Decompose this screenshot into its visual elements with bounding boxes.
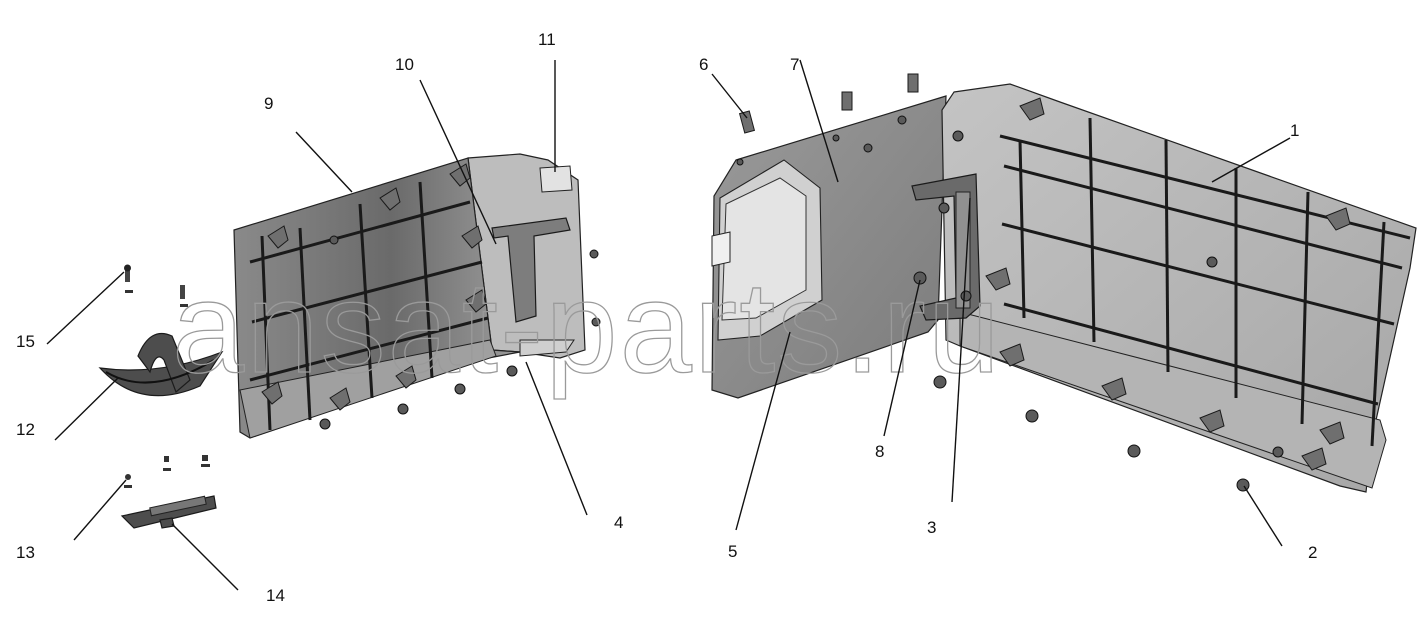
leader-15 <box>46 271 125 345</box>
callout-1: 1 <box>1290 121 1299 140</box>
leader-2 <box>1243 485 1283 547</box>
callout-14: 14 <box>266 586 285 605</box>
left-trim-panel <box>233 153 601 439</box>
leader-8 <box>883 279 921 437</box>
callout-10: 10 <box>395 55 414 74</box>
leader-14 <box>171 523 239 591</box>
leader-12 <box>54 377 119 441</box>
right-trim-panel <box>911 83 1417 493</box>
callout-9: 9 <box>264 94 273 113</box>
leader-3 <box>951 197 971 503</box>
leader-1 <box>1211 137 1291 183</box>
callout-4: 4 <box>614 513 623 532</box>
callout-2: 2 <box>1308 543 1317 562</box>
leader-5 <box>735 331 791 531</box>
callout-labels: 1 2 3 4 5 6 7 8 9 10 11 12 13 14 15 <box>16 30 1317 605</box>
callout-5: 5 <box>728 542 737 561</box>
callout-15: 15 <box>16 332 35 351</box>
door-panel <box>711 73 947 399</box>
leader-13 <box>73 479 127 541</box>
leader-lines <box>46 59 1291 591</box>
leader-9 <box>295 131 353 193</box>
callout-3: 3 <box>927 518 936 537</box>
callout-7: 7 <box>790 55 799 74</box>
leader-7 <box>799 59 839 183</box>
small-parts-group <box>98 264 224 529</box>
callout-6: 6 <box>699 55 708 74</box>
callout-12: 12 <box>16 420 35 439</box>
callout-11: 11 <box>538 30 556 49</box>
leader-10 <box>419 79 497 245</box>
callout-13: 13 <box>16 543 35 562</box>
watermark-text: ansat-parts.ru <box>172 254 1002 400</box>
callout-8: 8 <box>875 442 884 461</box>
leader-4 <box>525 361 588 516</box>
leader-6 <box>711 73 748 119</box>
